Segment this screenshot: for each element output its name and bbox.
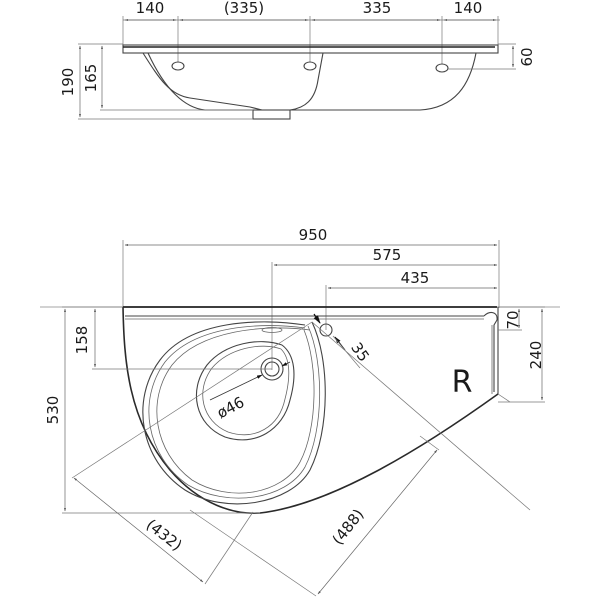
side-drain-outlet: [252, 109, 291, 120]
dim-35: 35: [347, 339, 373, 365]
side-bowl-inner: [142, 52, 263, 111]
dim-diagonal-432: (432): [143, 516, 186, 555]
dim-drain-diameter: ø46: [214, 393, 247, 422]
basin-inner-bowl: [195, 341, 295, 441]
side-hole-3: [435, 63, 449, 73]
dim-side-60: 60: [518, 47, 536, 66]
side-label-r: R: [452, 365, 473, 400]
dim-575: 575: [373, 246, 402, 264]
dim-line-432: [73, 477, 204, 583]
top-view: 950 575 435: [40, 226, 560, 597]
dim-240: 240: [527, 341, 545, 370]
dim-side-140-left: 140: [136, 0, 165, 17]
dim-70: 70: [504, 310, 522, 329]
side-countertop: [122, 44, 499, 54]
side-view: 140 (335) 335 140 190 165 60: [59, 0, 536, 120]
dim-side-190: 190: [59, 68, 77, 97]
overflow-slot: [261, 327, 283, 333]
dim-950: 950: [299, 226, 328, 244]
side-hole-1: [171, 61, 185, 71]
dim-diagonal-488: (488): [329, 505, 368, 548]
dim-435: 435: [401, 269, 430, 287]
dim-line-488: [317, 449, 438, 595]
dim-side-140-right: 140: [454, 0, 483, 17]
dim-158: 158: [73, 326, 91, 355]
diagonal-guide-left: [71, 321, 313, 479]
dim-side-335-bracket: (335): [224, 0, 264, 17]
diagonal-guide-right: [311, 321, 531, 511]
dim-530: 530: [44, 396, 62, 425]
dim-side-335: 335: [363, 0, 392, 17]
dim-side-165: 165: [82, 64, 100, 93]
side-hole-2: [303, 61, 317, 71]
countertop-outline: [122, 306, 499, 515]
tap-hole: [319, 323, 333, 337]
